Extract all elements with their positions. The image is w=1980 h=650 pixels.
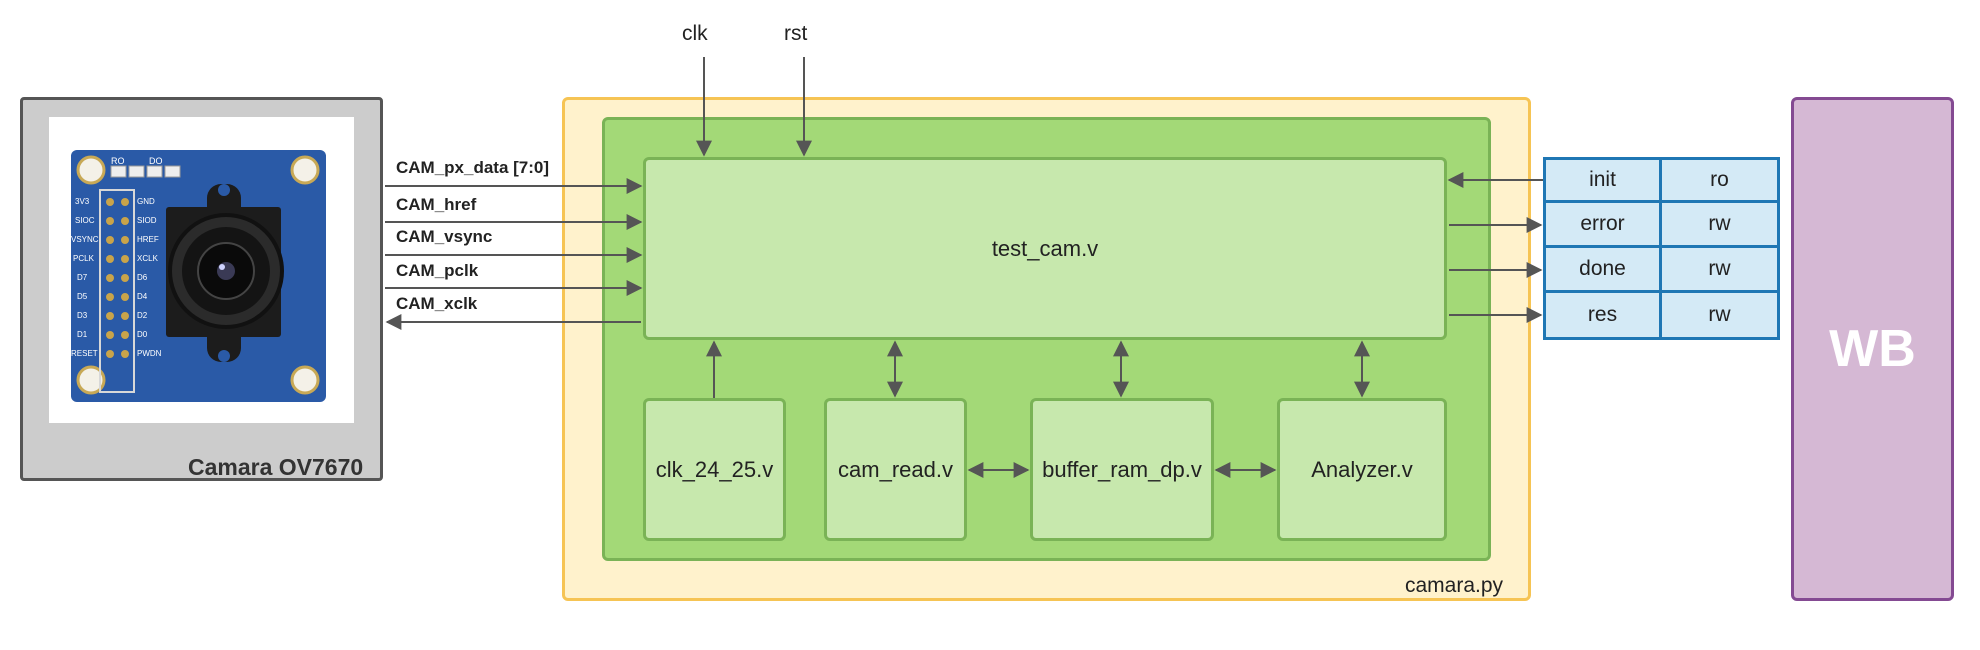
camera-pin-labels: RO DO 3V3 SIOC VSYNC PCLK D7 D5 D3 D1 RE… [71,150,326,402]
analyzer-module: Analyzer.v [1277,398,1447,541]
register-name: done [1579,257,1626,280]
signal-pclk-label: CAM_pclk [396,261,479,280]
pin-right-5: D4 [137,292,148,301]
test-cam-label: test_cam.v [991,235,1099,261]
pin-left-2: VSYNC [71,235,99,244]
signal-href-label: CAM_href [396,195,477,214]
register-access-cell: rw [1659,290,1780,340]
analyzer-label: Analyzer.v [1311,456,1413,482]
pin-right-7: D0 [137,330,148,339]
register-access-cell: rw [1659,200,1780,248]
pin-right-1: SIOD [137,216,157,225]
signal-vsync-label: CAM_vsync [396,227,493,246]
signal-px-data-label: CAM_px_data [7:0] [396,158,550,177]
pin-right-4: D6 [137,273,148,282]
header-label-ro: RO [111,156,125,166]
cam-read-module: cam_read.v [824,398,967,541]
pin-right-2: HREF [137,235,159,244]
register-access: ro [1710,168,1729,191]
pin-left-3: PCLK [73,254,94,263]
register-name: res [1587,303,1618,326]
camara-py-label: camara.py [1405,574,1504,597]
register-name: error [1580,212,1625,235]
pin-right-6: D2 [137,311,148,320]
register-access: rw [1708,303,1731,326]
pin-left-5: D5 [77,292,88,301]
signal-xclk-label: CAM_xclk [396,294,478,313]
clk-module-label: clk_24_25.v [655,456,774,482]
cam-read-label: cam_read.v [838,456,953,482]
pin-right-3: XCLK [137,254,158,263]
pin-left-8: RESET [71,349,98,358]
header-label-do: DO [149,156,163,166]
test-cam-module: test_cam.v [643,157,1447,340]
buffer-ram-module: buffer_ram_dp.v [1030,398,1214,541]
pin-left-4: D7 [77,273,88,282]
pin-right-8: PWDN [137,349,162,358]
clk-module: clk_24_25.v [643,398,786,541]
pin-left-7: D1 [77,330,88,339]
register-table: init ro error rw done rw res rw [1543,157,1780,340]
pin-left-1: SIOC [75,216,95,225]
camera-board [71,150,326,402]
pin-left-6: D3 [77,311,88,320]
wishbone-bus: WB [1791,97,1954,601]
camera-module-illustration [76,155,320,395]
clk-input-label: clk [682,22,708,45]
pin-left-0: 3V3 [75,197,90,206]
wb-label: WB [1829,320,1916,378]
buffer-ram-label: buffer_ram_dp.v [1042,456,1202,482]
register-access: rw [1708,212,1731,235]
rst-input-label: rst [784,22,808,45]
camera-title: Camara OV7670 [188,454,364,480]
register-name: init [1589,168,1616,191]
register-access-cell: ro [1659,157,1780,203]
pin-right-0: GND [137,197,155,206]
register-access: rw [1708,257,1731,280]
